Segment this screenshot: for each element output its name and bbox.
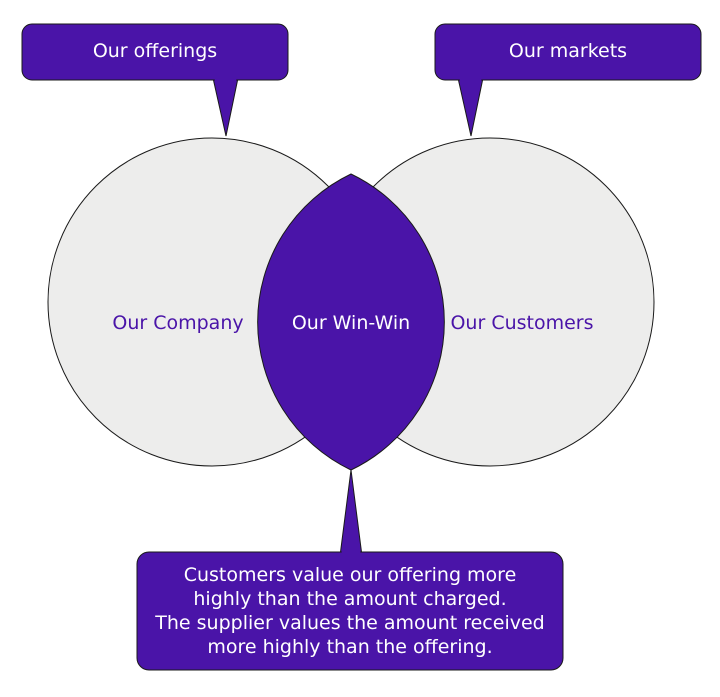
bottom-callout-text: Customers value our offering more highly… (137, 563, 563, 659)
bottom-line-2: highly than the amount charged. (193, 588, 507, 610)
offerings-callout (21, 23, 289, 137)
company-label: Our Company (112, 312, 244, 334)
markets-label: Our markets (508, 40, 628, 62)
offerings-label: Our offerings (92, 40, 218, 62)
bottom-line-4: more highly than the offering. (207, 636, 493, 658)
customers-label: Our Customers (450, 312, 594, 334)
markets-callout (434, 23, 702, 137)
bottom-callout (136, 469, 564, 671)
bottom-line-1: Customers value our offering more (183, 564, 517, 586)
bottom-line-3: The supplier values the amount received (155, 612, 545, 634)
win-win-label: Our Win-Win (291, 312, 411, 334)
